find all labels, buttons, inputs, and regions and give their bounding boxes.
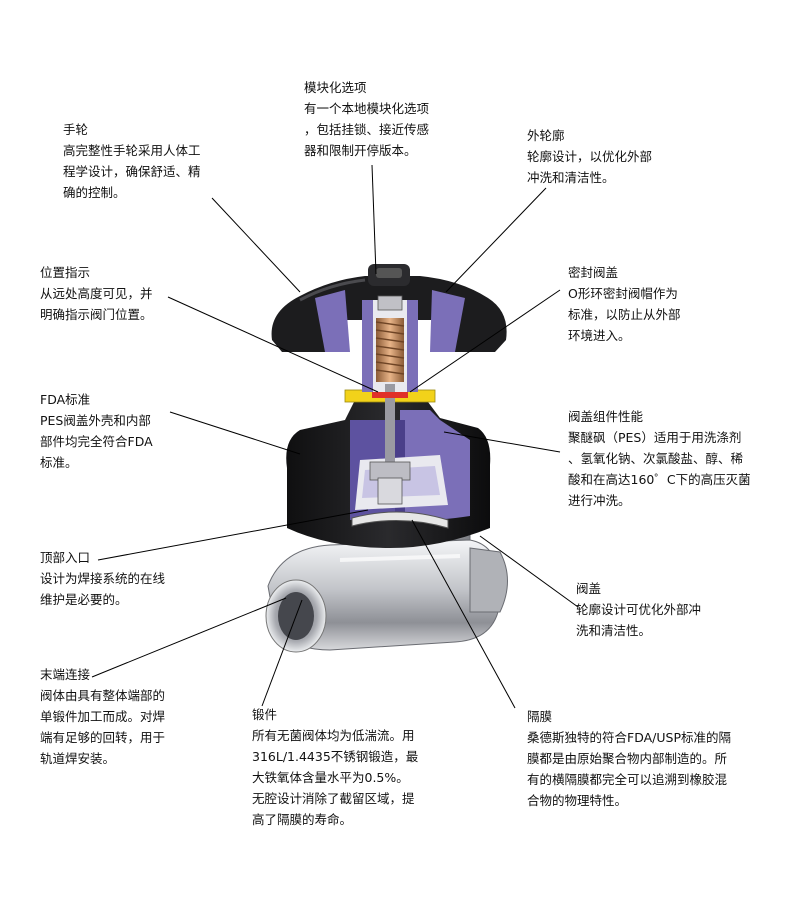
leader-modular — [371, 164, 377, 275]
callout-fda-standard-line: PES阀盖外壳和内部 — [40, 413, 151, 428]
callout-handwheel-title: 手轮 — [63, 122, 89, 137]
callout-outer-profile: 外轮廓 轮廓设计，以优化外部 冲洗和清洁性。 — [527, 125, 652, 188]
callout-top-inlet-line: 维护是必要的。 — [40, 592, 128, 607]
callout-bonnet-title: 阀盖 — [576, 581, 602, 596]
leader-forging — [261, 599, 303, 707]
diaphragm-shape — [351, 511, 449, 529]
o-ring-seal — [372, 392, 408, 398]
callout-top-inlet: 顶部入口 设计为焊接系统的在线 维护是必要的。 — [40, 547, 165, 610]
callout-fda-standard-line: 部件均完全符合FDA — [40, 434, 153, 449]
callout-modular-line: ，包括挂锁、接近传感 — [304, 122, 430, 137]
callout-end-connection-line: 端有足够的回转，用于 — [40, 730, 166, 745]
callout-modular-title: 模块化选项 — [304, 80, 367, 95]
callout-position-indicator-line: 明确指示阀门位置。 — [40, 307, 153, 322]
callout-modular-line: 有一个本地模块化选项 — [304, 101, 430, 116]
callout-forging-line: 大铁氧体含量水平为0.5%。 — [252, 770, 409, 785]
callout-sealed-bonnet: 密封阀盖 O形环密封阀帽作为 标准，以防止从外部 环境进入。 — [568, 262, 681, 346]
callout-diaphragm-line: 膜都是由原始聚合物内部制造的。所 — [527, 751, 728, 766]
callout-bonnet-performance-line: 、氢氧化钠、次氯酸盐、醇、稀 — [568, 451, 744, 466]
callout-handwheel-line: 程学设计，确保舒适、精 — [63, 164, 201, 179]
callout-bonnet: 阀盖 轮廓设计可优化外部冲 洗和清洁性。 — [576, 578, 701, 641]
callout-modular: 模块化选项 有一个本地模块化选项 ，包括挂锁、接近传感 器和限制开停版本。 — [304, 77, 429, 161]
callout-fda-standard: FDA标准 PES阀盖外壳和内部 部件均完全符合FDA 标准。 — [40, 389, 153, 473]
leader-diaphragm — [411, 519, 516, 709]
callout-outer-profile-line: 冲洗和清洁性。 — [527, 170, 615, 185]
callout-bonnet-performance-line: 进行冲洗。 — [568, 493, 631, 508]
callout-position-indicator: 位置指示 从远处高度可见，并 明确指示阀门位置。 — [40, 262, 153, 325]
callout-forging-line: 高了隔膜的寿命。 — [252, 812, 353, 827]
callout-sealed-bonnet-line: 环境进入。 — [568, 328, 631, 343]
callout-diaphragm-line: 桑德斯独特的符合FDA/USP标准的隔 — [527, 730, 731, 745]
callout-forging-line: 无腔设计消除了截留区域，提 — [252, 791, 415, 806]
callout-end-connection-line: 轨道焊安装。 — [40, 751, 116, 766]
callout-position-indicator-line: 从远处高度可见，并 — [40, 286, 153, 301]
callout-bonnet-performance-line: 酸和在高达160゜C下的高压灭菌 — [568, 472, 751, 487]
leader-end-connection — [91, 597, 287, 678]
callout-sealed-bonnet-title: 密封阀盖 — [568, 265, 619, 280]
callout-position-indicator-title: 位置指示 — [40, 265, 91, 280]
callout-top-inlet-line: 设计为焊接系统的在线 — [40, 571, 166, 586]
callout-end-connection-line: 阀体由具有整体端部的 — [40, 688, 166, 703]
callout-forging: 锻件 所有无菌阀体均为低湍流。用 316L/1.4435不锈钢锻造，最 大铁氧体… — [252, 704, 418, 830]
callout-forging-line: 所有无菌阀体均为低湍流。用 — [252, 728, 415, 743]
callout-bonnet-line: 洗和清洁性。 — [576, 623, 652, 638]
callout-diaphragm: 隔膜 桑德斯独特的符合FDA/USP标准的隔 膜都是由原始聚合物内部制造的。所 … — [527, 706, 731, 811]
callout-modular-line: 器和限制开停版本。 — [304, 143, 417, 158]
leader-bonnet — [479, 535, 579, 608]
callout-bonnet-performance-title: 阀盖组件性能 — [568, 409, 644, 424]
callout-fda-standard-line: 标准。 — [40, 455, 78, 470]
callout-end-connection-line: 单锻件加工而成。对焊 — [40, 709, 166, 724]
callout-outer-profile-line: 轮廓设计，以优化外部 — [527, 149, 653, 164]
callout-end-connection-title: 末端连接 — [40, 667, 91, 682]
callout-diaphragm-line: 有的横隔膜都完全可以追溯到橡胶混 — [527, 772, 728, 787]
leader-handwheel — [211, 197, 301, 293]
callout-forging-title: 锻件 — [252, 707, 278, 722]
callout-bonnet-performance: 阀盖组件性能 聚醚砜（PES）适用于用洗涤剂 、氢氧化钠、次氯酸盐、醇、稀 酸和… — [568, 406, 751, 511]
callout-outer-profile-title: 外轮廓 — [527, 128, 565, 143]
leader-position-indicator — [167, 296, 379, 393]
leader-fda-standard — [169, 411, 301, 455]
callout-diaphragm-title: 隔膜 — [527, 709, 553, 724]
callout-top-inlet-title: 顶部入口 — [40, 550, 91, 565]
callout-bonnet-performance-line: 聚醚砜（PES）适用于用洗涤剂 — [568, 430, 742, 445]
callout-forging-line: 316L/1.4435不锈钢锻造，最 — [252, 749, 419, 764]
callout-handwheel-line: 高完整性手轮采用人体工 — [63, 143, 201, 158]
leader-top-inlet — [97, 509, 369, 561]
callout-sealed-bonnet-line: 标准，以防止从外部 — [568, 307, 681, 322]
leader-lines — [91, 164, 579, 709]
callout-bonnet-line: 轮廓设计可优化外部冲 — [576, 602, 702, 617]
leader-outer-profile — [445, 187, 547, 293]
callout-diaphragm-line: 合物的物理特性。 — [527, 793, 628, 808]
stem-assembly — [362, 295, 418, 505]
callout-handwheel: 手轮 高完整性手轮采用人体工 程学设计，确保舒适、精 确的控制。 — [63, 119, 201, 203]
callout-fda-standard-title: FDA标准 — [40, 392, 91, 407]
leader-bonnet-performance — [443, 431, 561, 453]
leader-sealed-bonnet — [409, 289, 561, 393]
callout-handwheel-line: 确的控制。 — [63, 185, 126, 200]
callout-end-connection: 末端连接 阀体由具有整体端部的 单锻件加工而成。对焊 端有足够的回转，用于 轨道… — [40, 664, 165, 769]
callout-sealed-bonnet-line: O形环密封阀帽作为 — [568, 286, 678, 301]
